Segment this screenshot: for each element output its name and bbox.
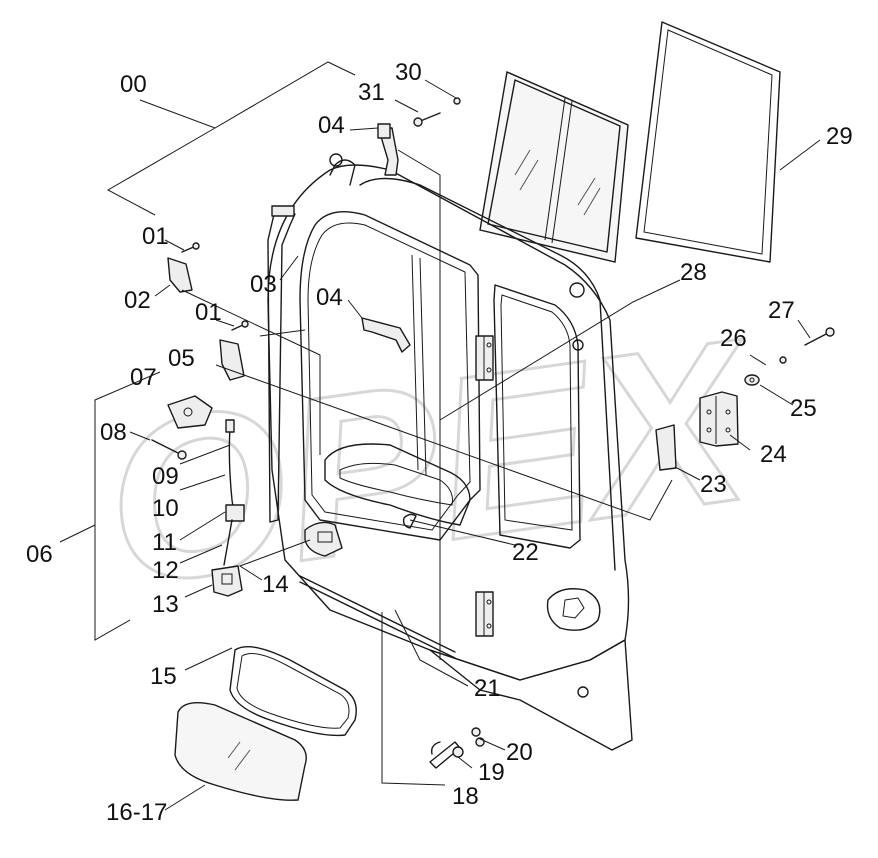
- callout-labels: 00 31 30 04 29 01 02 03 04 28 27 01 05 2…: [26, 59, 853, 826]
- nut-19: [452, 746, 464, 758]
- callout-20: 20: [506, 739, 533, 766]
- callout-05: 05: [168, 345, 195, 372]
- callout-24: 24: [760, 441, 787, 468]
- upper-window-glass: [479, 70, 629, 263]
- callout-12: 12: [152, 557, 179, 584]
- striker-07: [167, 395, 213, 429]
- window-seal: [635, 21, 781, 263]
- callout-30: 30: [395, 59, 422, 86]
- bolt-08: [151, 439, 187, 460]
- seal-strip: [299, 575, 456, 659]
- washer-26: [779, 356, 787, 364]
- callout-04-inner: 04: [316, 284, 343, 311]
- stay-bar: [267, 205, 296, 523]
- callout-31: 31: [358, 79, 385, 106]
- callout-23: 23: [700, 471, 727, 498]
- bracket-02: [167, 257, 193, 293]
- callout-03: 03: [250, 271, 277, 298]
- outer-handle-14: [304, 521, 343, 557]
- callout-28: 28: [680, 259, 707, 286]
- bolt-01-upper: [181, 242, 200, 253]
- callout-08: 08: [100, 419, 127, 446]
- plate-05: [219, 339, 245, 381]
- bolt-01-lower: [231, 320, 249, 331]
- lower-window-seal: [229, 646, 357, 737]
- bolt-27: [804, 327, 835, 346]
- callout-29: 29: [826, 123, 853, 150]
- door-hinge-upper: [475, 335, 494, 381]
- washer-30: [453, 97, 461, 105]
- callout-14: 14: [262, 571, 289, 598]
- grab-handle-top: [377, 123, 399, 176]
- callout-09: 09: [152, 463, 179, 490]
- callout-10: 10: [152, 495, 179, 522]
- grab-handle-inner: [361, 317, 411, 353]
- callout-19: 19: [478, 759, 505, 786]
- callout-07: 07: [130, 364, 157, 391]
- callout-01-lower: 01: [195, 299, 222, 326]
- nut-20: [471, 727, 485, 747]
- callout-13: 13: [152, 591, 179, 618]
- callout-02: 02: [124, 287, 151, 314]
- cab-door-frame: [267, 153, 633, 751]
- callout-01-upper: 01: [142, 223, 169, 250]
- callout-27: 27: [768, 297, 795, 324]
- callout-18: 18: [452, 783, 479, 810]
- leader-lines: [59, 61, 821, 811]
- callout-16-17: 16-17: [106, 799, 167, 826]
- callout-06: 06: [26, 541, 53, 568]
- lower-window-glass: [174, 702, 307, 801]
- callout-11: 11: [152, 529, 177, 556]
- latch-22: [402, 513, 417, 529]
- callout-26: 26: [720, 325, 747, 352]
- lock-cable-assembly: [211, 419, 245, 597]
- door-hinge-lower: [475, 591, 494, 637]
- pad-23: [655, 424, 677, 471]
- washer-25: [744, 374, 760, 386]
- callout-25: 25: [790, 395, 817, 422]
- callout-15: 15: [150, 663, 177, 690]
- hinge-24: [699, 391, 739, 447]
- callout-00: 00: [120, 71, 147, 98]
- callout-22: 22: [512, 539, 539, 566]
- bolt-31: [413, 112, 441, 127]
- callout-04-top: 04: [318, 112, 345, 139]
- callout-21: 21: [474, 675, 501, 702]
